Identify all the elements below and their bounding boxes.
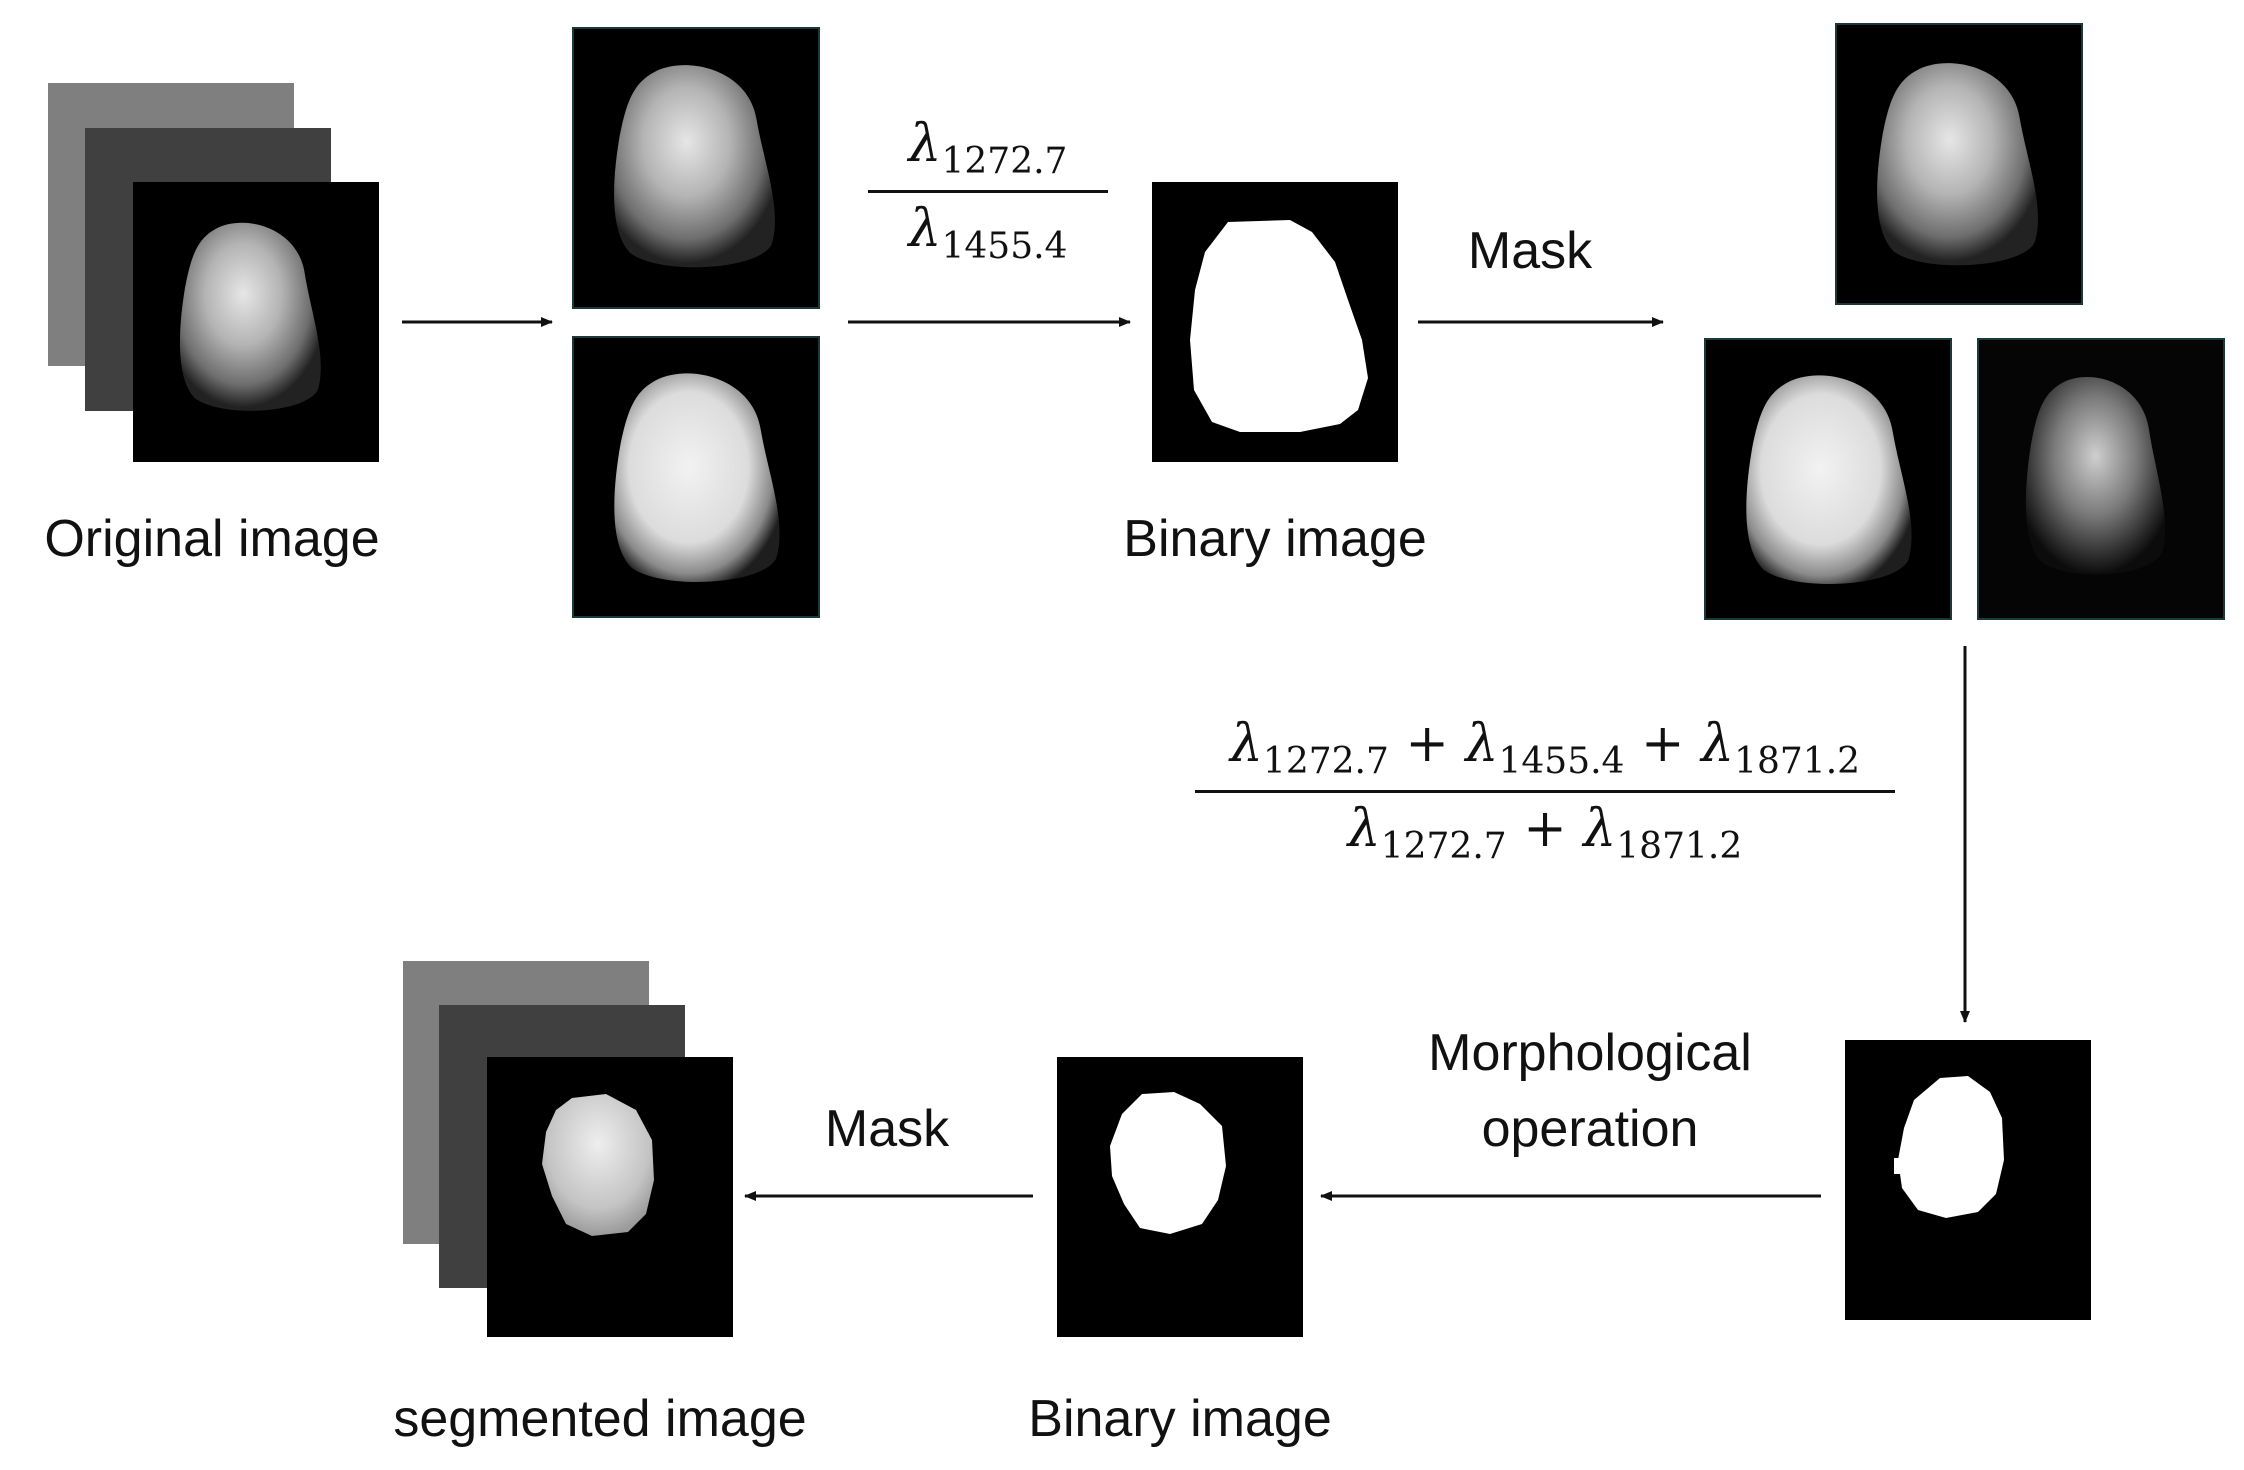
mask-label-2: Mask (824, 1100, 950, 1158)
binary-image-2 (1057, 1057, 1303, 1337)
binary-mask (1190, 220, 1368, 432)
binary-mask (1898, 1076, 2004, 1218)
segmented-image-stack (403, 961, 733, 1337)
binary-mask (1110, 1092, 1226, 1234)
fraction-bar (1195, 790, 1895, 793)
formula-ratio: λ1272.7 λ1455.4 (868, 118, 1108, 265)
flow-arrows (402, 317, 1970, 1201)
masked-image-right (1977, 338, 2225, 620)
morphological-label: Morphological (1428, 1024, 1752, 1082)
stripe-overlay (614, 373, 780, 583)
formula-index-denominator: λ1272.7 + λ1871.2 (1347, 799, 1743, 867)
band-image-2 (572, 336, 820, 618)
formula-index: λ1272.7 + λ1455.4 + λ1871.2 λ1272.7 + λ1… (1195, 718, 1895, 865)
binary-image-1 (1152, 182, 1398, 462)
formula-index-numerator: λ1272.7 + λ1455.4 + λ1871.2 (1229, 714, 1861, 782)
binary-image-index (1845, 1040, 2091, 1320)
fraction-bar (868, 190, 1108, 193)
cell-blob (614, 65, 775, 268)
mask-label-1: Mask (1467, 222, 1593, 280)
masked-image-top (1835, 23, 2083, 305)
binary-image-label-2: Binary image (1028, 1390, 1332, 1448)
cell-blob (179, 222, 321, 411)
binary-speck (1894, 1158, 1902, 1174)
stripe-overlay (1746, 375, 1912, 585)
band-image-1 (572, 27, 820, 309)
binary-image-label-1: Binary image (1123, 510, 1427, 568)
masked-image-left (1704, 338, 1952, 620)
cell-blob (2025, 377, 2165, 575)
segmented-cell (542, 1094, 654, 1236)
segmented-image-label: segmented image (393, 1390, 807, 1448)
formula-ratio-denominator: λ1455.4 (908, 199, 1068, 267)
formula-ratio-numerator: λ1272.7 (908, 114, 1068, 182)
original-image-label: Original image (44, 510, 380, 568)
cell-blob (1877, 63, 2038, 266)
original-image-stack (48, 83, 379, 462)
operation-label: operation (1481, 1100, 1699, 1158)
